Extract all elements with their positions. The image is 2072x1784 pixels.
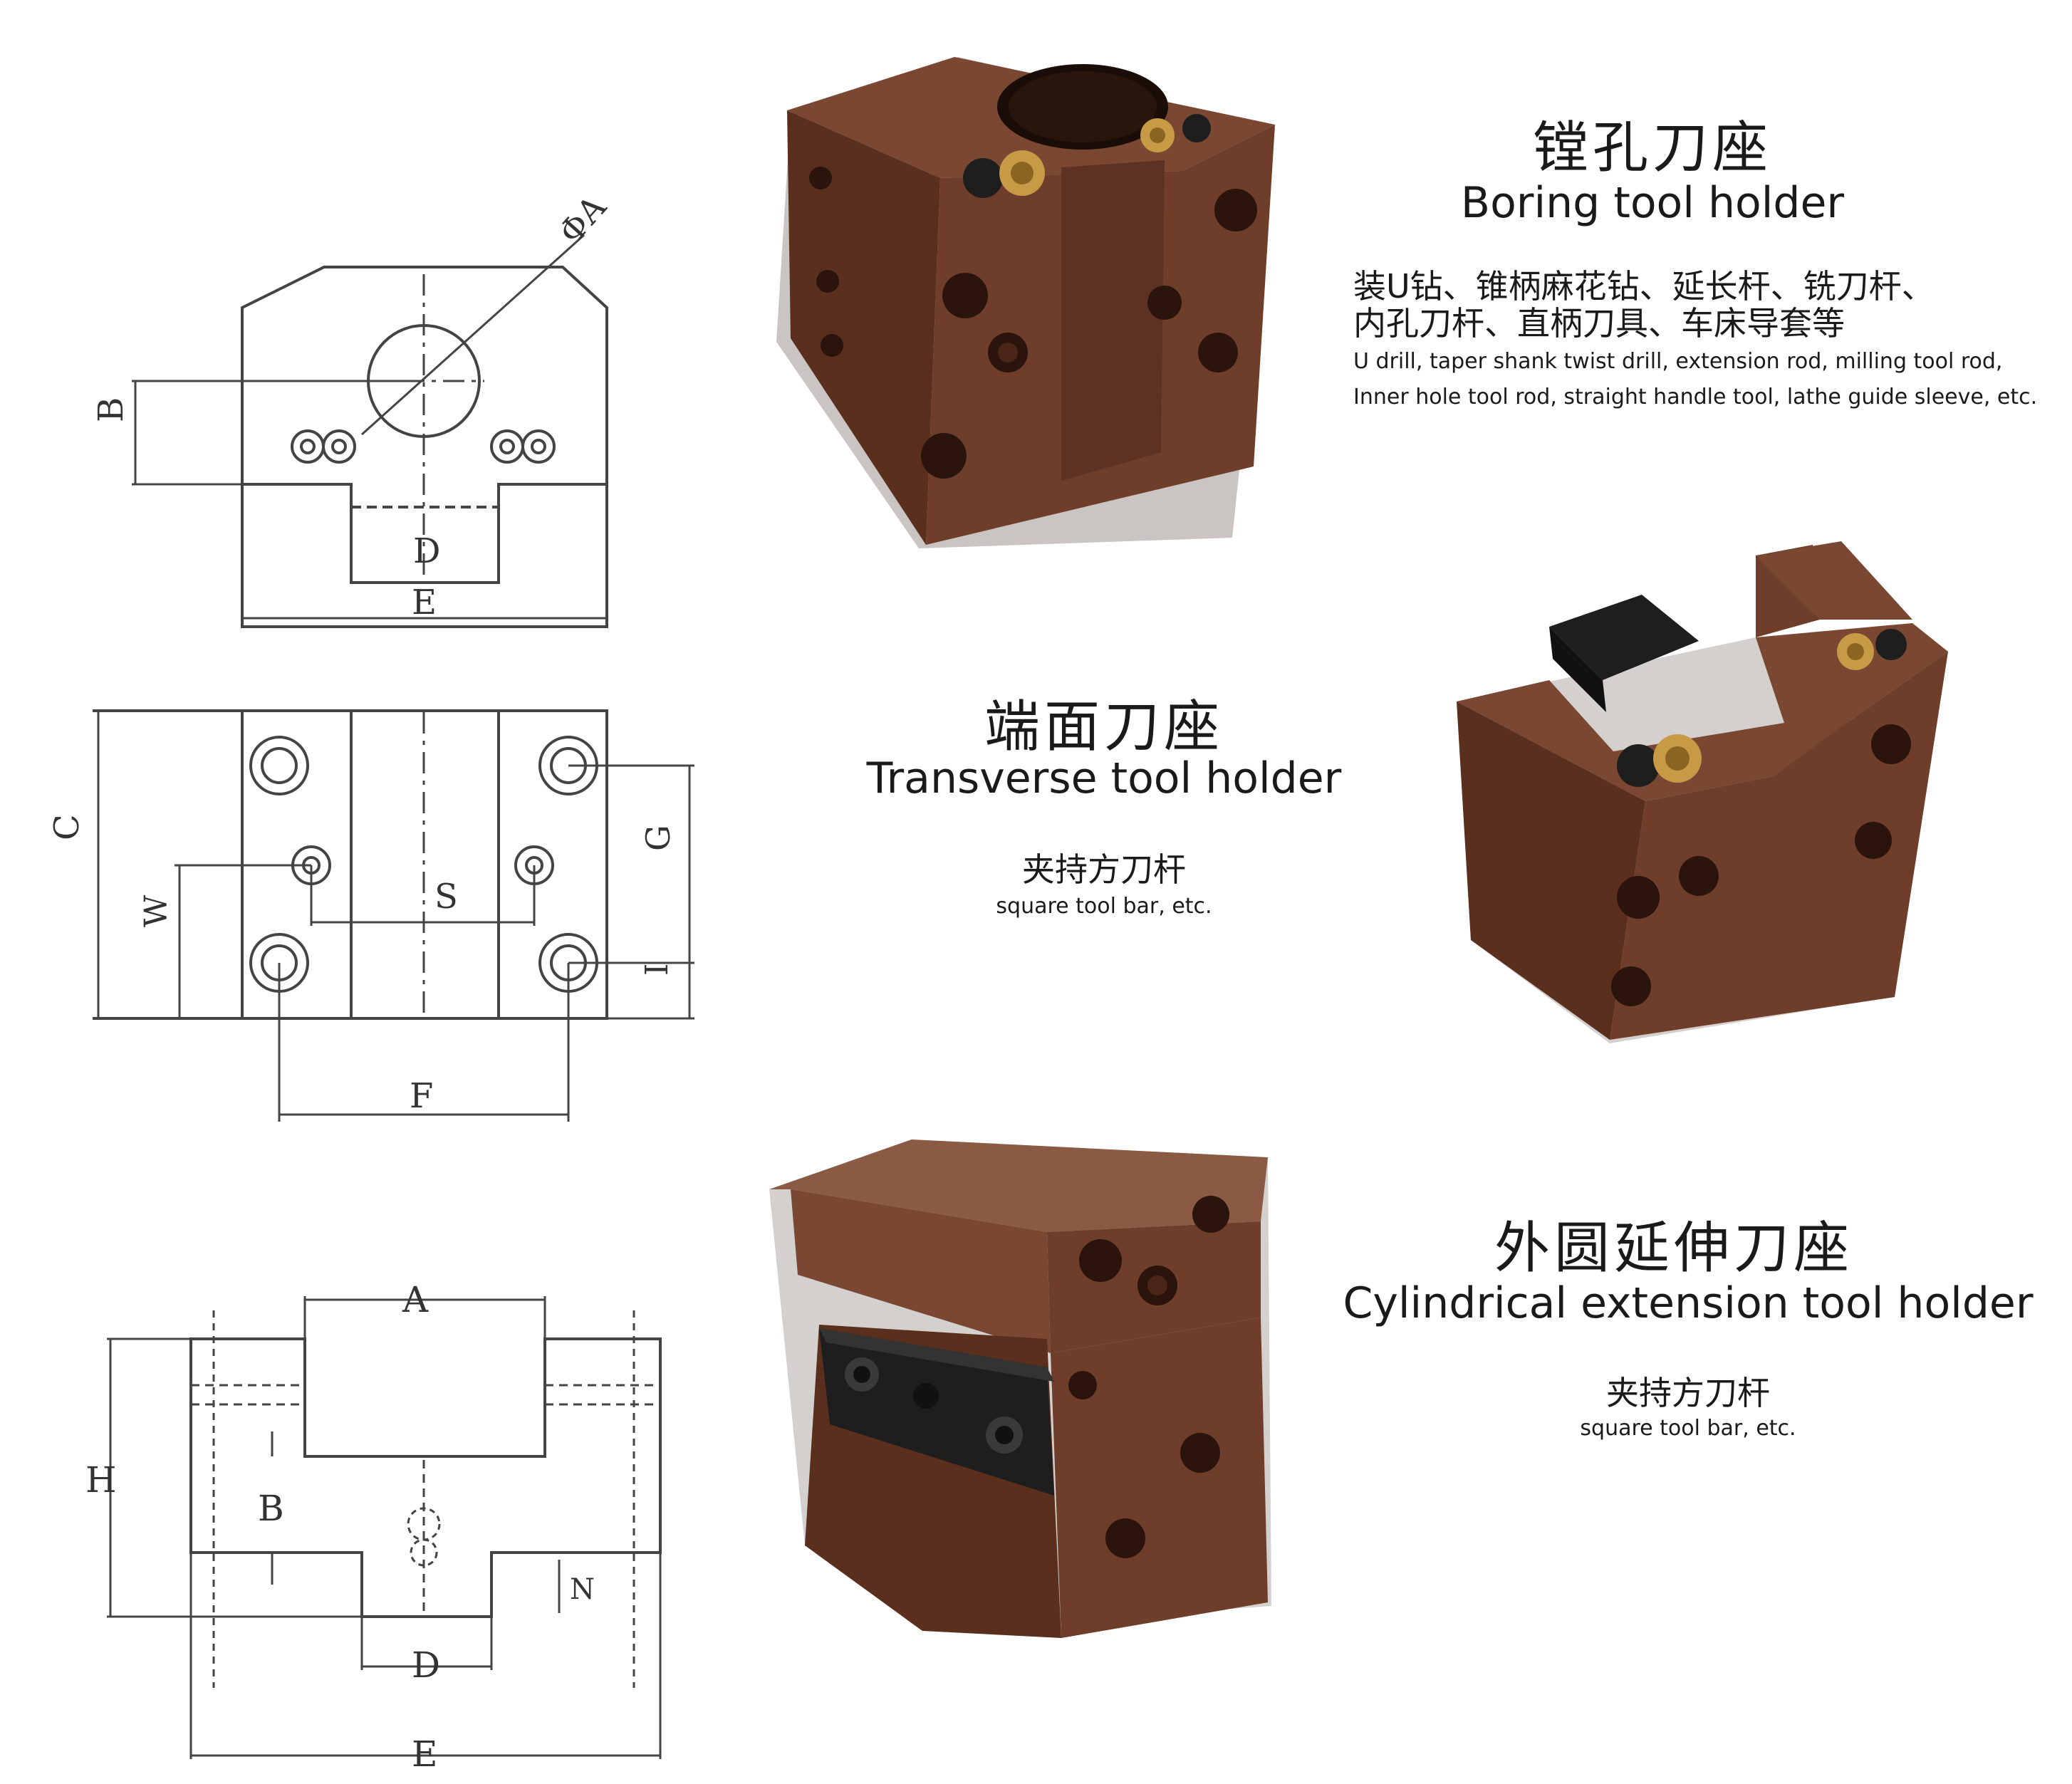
drawing-top-view: C W S G I F	[47, 709, 694, 1122]
outline-boring	[241, 266, 608, 628]
dim-label-E-top: E	[412, 583, 437, 622]
dim-label-E-bottom: E	[412, 1733, 438, 1775]
boring-desc-en-1: U drill, taper shank twist drill, extens…	[1353, 349, 2003, 374]
extension-title-en: Cylindrical extension tool holder	[1343, 1278, 2034, 1328]
extension-desc-en: square tool bar, etc.	[1580, 1416, 1796, 1441]
transverse-desc-en: square tool bar, etc.	[996, 894, 1212, 919]
figure8-hole-left	[291, 429, 356, 464]
dim-label-H: H	[85, 1459, 117, 1501]
dim-label-A: A	[402, 1279, 429, 1320]
transverse-title-cn: 端面刀座	[984, 695, 1224, 759]
dim-label-C: C	[47, 814, 87, 840]
technical-drawings: ΦA B D E C W S	[47, 187, 694, 1775]
boring-title-en: Boring tool holder	[1460, 178, 1845, 228]
transverse-desc-cn: 夹持方刀杆	[1022, 850, 1186, 889]
dim-label-B-top: B	[91, 397, 131, 422]
transverse-title-en: Transverse tool holder	[866, 753, 1342, 803]
black-clamp	[1549, 595, 1699, 680]
extension-title-cn: 外圆延伸刀座	[1494, 1216, 1853, 1280]
dim-label-B-bottom: B	[258, 1488, 284, 1529]
extension-desc-cn: 夹持方刀杆	[1606, 1374, 1770, 1412]
dim-label-D-top: D	[413, 531, 440, 571]
photo-transverse-tool-holder	[1457, 541, 1948, 1043]
drawing-extension-front: A H B N D E	[85, 1279, 662, 1775]
photo-cylindrical-extension-tool-holder	[769, 1139, 1271, 1638]
boring-desc-cn-1: 装U钻、锥柄麻花钻、延长杆、铣刀杆、	[1353, 267, 1935, 306]
dim-label-D-bottom: D	[412, 1644, 440, 1686]
boring-title-cn: 镗孔刀座	[1532, 116, 1772, 180]
dim-label-phiA: ΦA	[551, 187, 614, 251]
drawing-boring-front: ΦA B D E	[91, 187, 614, 628]
boring-desc-cn-2: 内孔刀杆、直柄刀具、车床导套等	[1353, 304, 1845, 343]
boring-desc-en-2: Inner hole tool rod, straight handle too…	[1353, 385, 2038, 410]
photo-boring-tool-holder	[776, 57, 1275, 548]
dim-label-N: N	[570, 1573, 595, 1606]
figure8-hole-right	[490, 429, 556, 464]
dim-label-W: W	[138, 894, 175, 927]
dim-label-I: I	[639, 964, 675, 976]
dim-label-F: F	[410, 1076, 433, 1116]
dim-label-G: G	[639, 825, 677, 851]
dim-label-S: S	[434, 877, 458, 917]
